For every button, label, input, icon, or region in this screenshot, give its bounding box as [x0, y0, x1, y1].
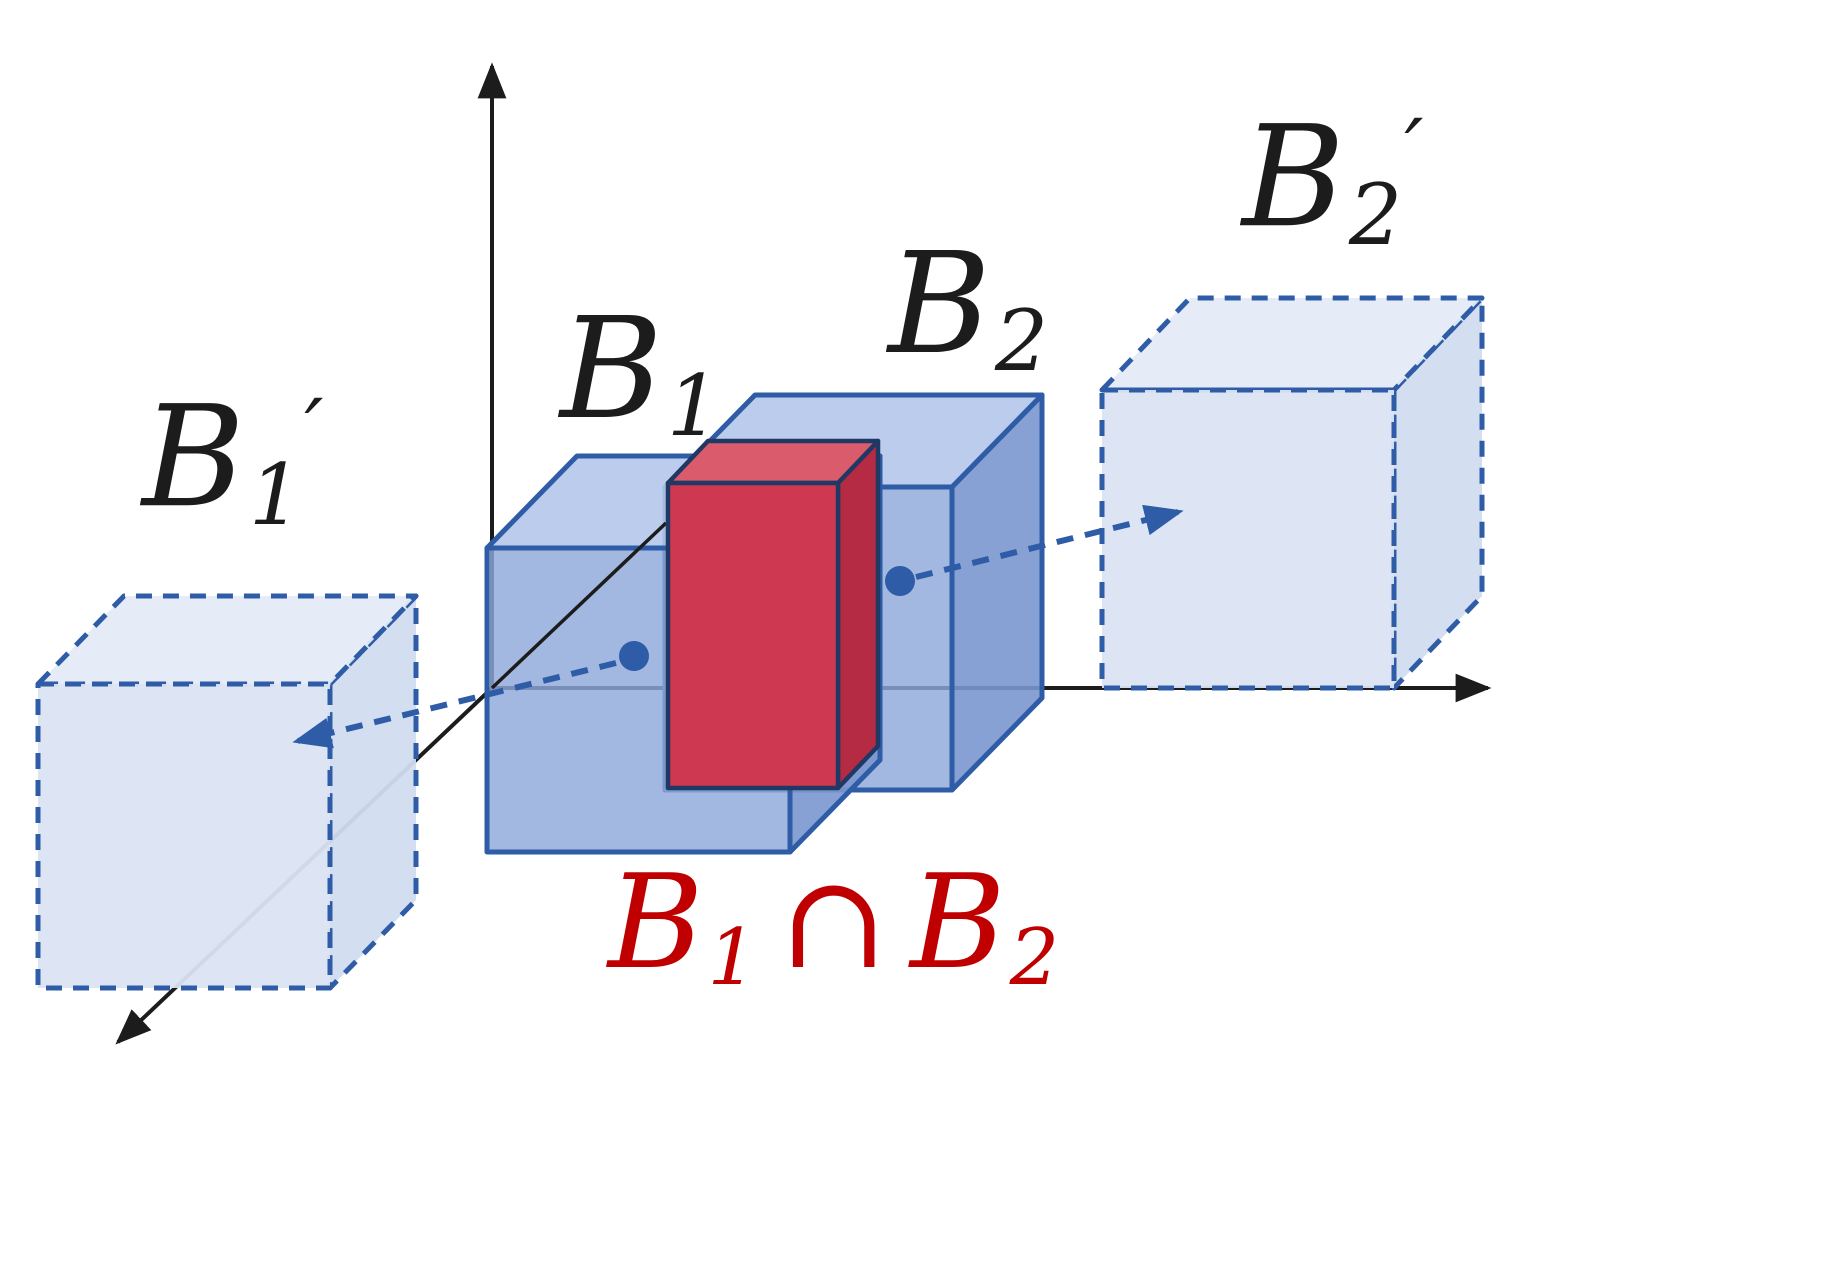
label-b2-prime-base: B — [1242, 96, 1345, 260]
box-b2-prime-top-face — [1099, 295, 1485, 393]
translation-arrows — [292, 504, 1184, 749]
label-intersection-right-sub: 2 — [1009, 913, 1060, 1004]
box-b2-prime — [1099, 295, 1485, 691]
box-intersection — [665, 438, 881, 791]
label-b1-prime-base: B — [142, 376, 245, 540]
b2-translation-arrow — [915, 504, 1184, 580]
label-b2-sub: 2 — [994, 292, 1049, 391]
box-b2-center-dot — [885, 566, 915, 596]
intersection-operator: ∩ — [779, 846, 889, 998]
label-b1-prime: B1′ — [142, 388, 323, 537]
label-b2-prime-sub: 2 — [1348, 165, 1403, 264]
label-b2: B2 — [888, 235, 1048, 384]
label-b2-prime-mark: ′ — [1404, 101, 1424, 199]
box-b1-prime-front-face — [35, 681, 333, 991]
label-b1-prime-mark: ′ — [304, 381, 324, 479]
box-intersection-front-face — [665, 480, 841, 791]
box-b1-center-dot — [619, 641, 649, 671]
label-intersection-right-base: B — [910, 846, 1006, 998]
label-intersection-left-base: B — [608, 846, 704, 998]
label-b1-base: B — [560, 288, 663, 451]
label-b1-sub: 1 — [666, 357, 721, 456]
b1-translation-arrow — [292, 660, 617, 749]
label-intersection: B1∩B2 — [608, 857, 1059, 997]
label-b1-prime-sub: 1 — [248, 445, 303, 544]
box-intersection-right-face — [835, 438, 881, 791]
label-b2-prime: B2′ — [1242, 108, 1423, 257]
label-b1: B1 — [560, 300, 720, 449]
box-b1-prime — [35, 593, 419, 991]
label-intersection-left-sub: 1 — [707, 913, 758, 1004]
label-b2-base: B — [888, 223, 991, 386]
z-axis-overlay-segment — [490, 521, 668, 690]
box-b2-prime-front-face — [1099, 387, 1397, 691]
